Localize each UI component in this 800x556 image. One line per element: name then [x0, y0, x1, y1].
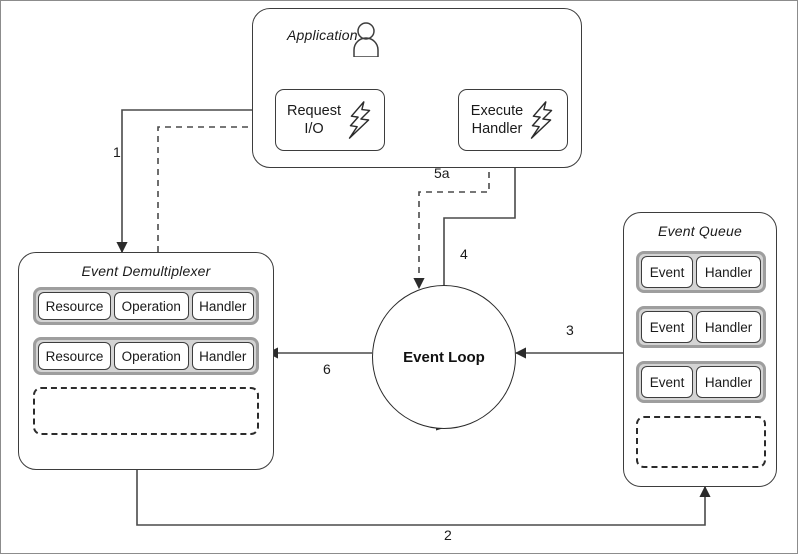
demux-row-2-handler[interactable]: Handler [191, 342, 255, 370]
demux-row-1-resource[interactable]: Resource [38, 292, 111, 320]
edge-label-3: 3 [566, 322, 574, 338]
person-icon [353, 22, 379, 57]
queue-row-2-handler[interactable]: Handler [696, 311, 761, 343]
event-queue-group: Event Queue Event Handler Event Handler … [623, 212, 777, 487]
queue-row-1[interactable]: Event Handler [636, 251, 766, 293]
queue-row-3-handler[interactable]: Handler [696, 366, 761, 398]
queue-row-1-handler[interactable]: Handler [696, 256, 761, 288]
queue-row-2-event[interactable]: Event [641, 311, 694, 343]
event-loop-label: Event Loop [403, 348, 485, 366]
request-io-label: Request I/O [286, 102, 341, 137]
queue-row-2[interactable]: Event Handler [636, 306, 766, 348]
event-queue-title: Event Queue [658, 223, 742, 239]
queue-empty-slot[interactable] [636, 416, 766, 468]
demux-row-1[interactable]: Resource Operation Handler [33, 287, 259, 325]
application-group: Application Request I/O Execute Handler [252, 8, 582, 168]
request-io-node[interactable]: Request I/O [275, 89, 385, 151]
event-demultiplexer-title: Event Demultiplexer [81, 263, 211, 279]
queue-row-3[interactable]: Event Handler [636, 361, 766, 403]
demux-row-1-operation[interactable]: Operation [114, 292, 189, 320]
edge-label-6: 6 [323, 361, 331, 377]
lightning-bolt-icon [531, 101, 553, 139]
edge-label-2: 2 [444, 527, 452, 543]
execute-handler-label: Execute Handler [470, 102, 524, 137]
queue-row-3-event[interactable]: Event [641, 366, 694, 398]
demux-empty-slot[interactable] [33, 387, 259, 435]
execute-handler-node[interactable]: Execute Handler [458, 89, 568, 151]
application-title: Application [287, 27, 358, 43]
demux-row-2-operation[interactable]: Operation [114, 342, 189, 370]
demux-row-1-handler[interactable]: Handler [191, 292, 255, 320]
lightning-bolt-icon [348, 101, 371, 139]
edge-label-1: 1 [113, 144, 121, 160]
event-demultiplexer-group: Event Demultiplexer Resource Operation H… [18, 252, 274, 470]
demux-row-2-resource[interactable]: Resource [38, 342, 111, 370]
event-loop-node[interactable]: Event Loop [372, 285, 516, 429]
edge-label-5a: 5a [434, 165, 450, 181]
edge-label-4: 4 [460, 246, 468, 262]
queue-row-1-event[interactable]: Event [641, 256, 694, 288]
demux-row-2[interactable]: Resource Operation Handler [33, 337, 259, 375]
